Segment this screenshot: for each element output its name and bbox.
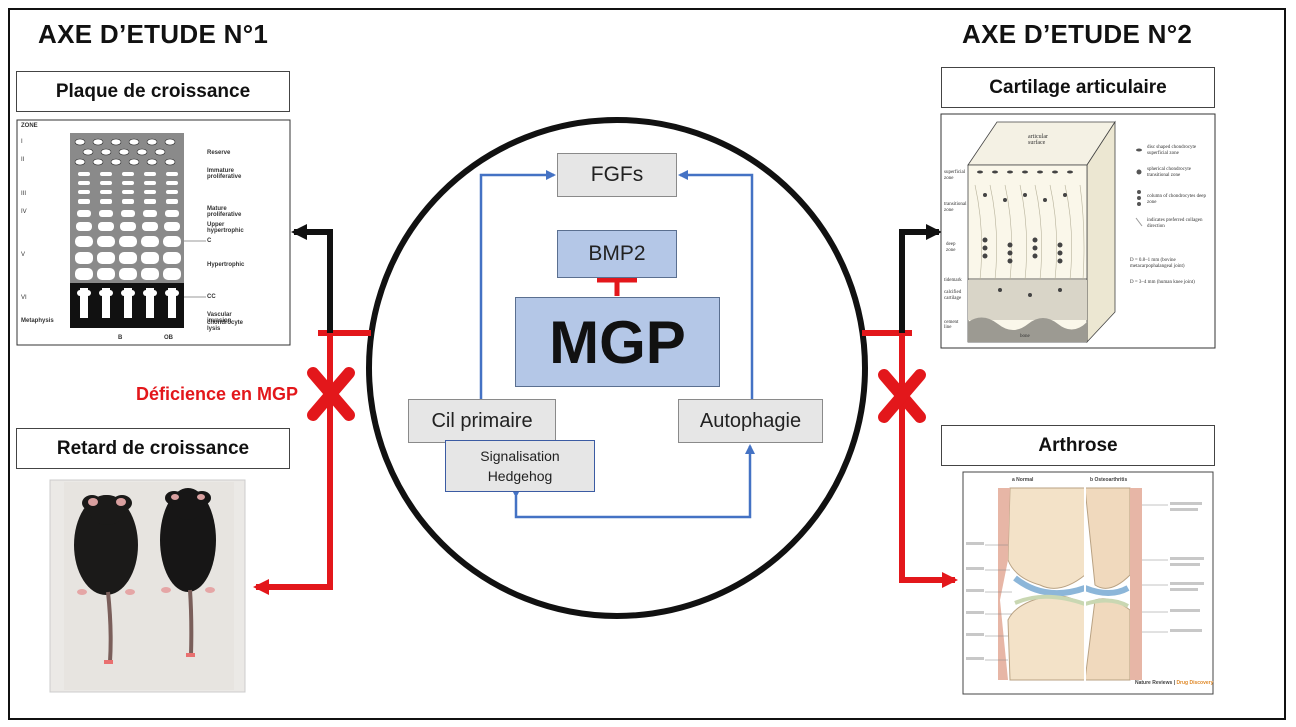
growth-plate-box: Plaque de croissance [16,71,290,112]
c-label: C [207,238,212,244]
autophagie-node: Autophagie [678,399,823,443]
inhibition-mark [597,275,637,296]
oa-credit-separator: | [1173,680,1177,686]
deep-zone-label: deep zone [946,242,956,253]
zone-vi: VI [21,295,27,301]
cement-line-label: cement line [944,320,959,330]
outer-frame [8,8,1286,720]
cross-mark-right [878,369,926,423]
left-axis-title: AXE D’ETUDE N°1 [38,19,269,49]
reserve-label: Reserve [207,150,231,156]
oa-credit: Nature Reviews | Drug Discovery [1135,680,1213,686]
hypertrophic-label: Hypertrophic [207,262,245,268]
vascular-label: Vascular invasion [207,312,232,324]
ob-label: OB [164,335,173,341]
mgp-node: MGP [515,297,720,387]
transitional-zone-label: transitional zone [944,202,967,213]
mice-photo [49,479,246,693]
zone-iv: IV [21,209,27,215]
immature-label: Immature proliferative [207,168,242,180]
metaphysis-label: Metaphysis [21,318,54,324]
pathway-arrows [476,170,757,519]
deficiency-label: Déficience en MGP [136,384,299,404]
bmp2-node: BMP2 [557,230,677,278]
cil-primaire-node: Cil primaire [408,399,556,443]
legend-spherical: spherical chondrocyte transitional zone [1147,167,1192,178]
surface-label: articular surface [1028,134,1048,146]
left-connectors [253,224,371,595]
oa-header-normal: a Normal [1012,477,1034,483]
osteoarthritis-box: Arthrose [941,425,1215,466]
mouse-left [74,495,138,595]
b-label: B [118,335,123,341]
oa-header-oa: b Osteoarthritis [1090,477,1128,483]
hedgehog-line1: Signalisation [480,448,560,464]
articular-cartilage-box: Cartilage articulaire [941,67,1215,108]
zone-ii: II [21,157,25,163]
mgp-label: MGP [549,308,686,376]
superficial-zone-label: superficial zone [944,170,966,181]
upper-hypertrophic-label: Upper hypertrophic [207,222,244,234]
legend-disc: disc shaped chondrocyte superficial zone [1147,145,1197,156]
zone-v: V [21,252,26,258]
tidemark-label: tidemark [944,278,962,283]
mature-label: Mature proliferative [207,206,242,218]
calcified-label: calcified cartilage [944,290,962,301]
zone-iii: III [21,191,27,197]
cc-label: CC [207,294,216,300]
articular-cartilage-image [940,113,1216,349]
legend-column: column of chondrocytes deep zone [1147,194,1207,205]
mouse-right [160,488,216,592]
hedgehog-line2: Hedgehog [487,468,553,484]
oa-credit-journal: Nature Reviews [1135,680,1173,686]
cross-mark-left [307,367,355,421]
zone-header: ZONE [21,123,38,129]
zone-i: I [21,139,23,145]
thickness-human: D = 3–4 mm (human knee joint) [1130,280,1195,285]
growth-delay-box: Retard de croissance [16,428,290,469]
right-connectors [862,224,958,588]
bone-label: bone [1020,334,1030,339]
fgfs-node: FGFs [557,153,677,197]
growth-plate-image [16,119,291,346]
osteoarthritis-image [962,471,1214,695]
hedgehog-node: Signalisation Hedgehog [445,440,595,492]
right-axis-title: AXE D’ETUDE N°2 [962,19,1193,49]
oa-credit-subject: Drug Discovery [1176,680,1214,686]
lysis-label: chondrocyte lysis [207,320,244,332]
legend-collagen: indicates preferred collagen direction [1147,218,1203,229]
thickness-bovine: D = 0.8–1 mm (bovine metacarpophalangeal… [1130,258,1185,269]
